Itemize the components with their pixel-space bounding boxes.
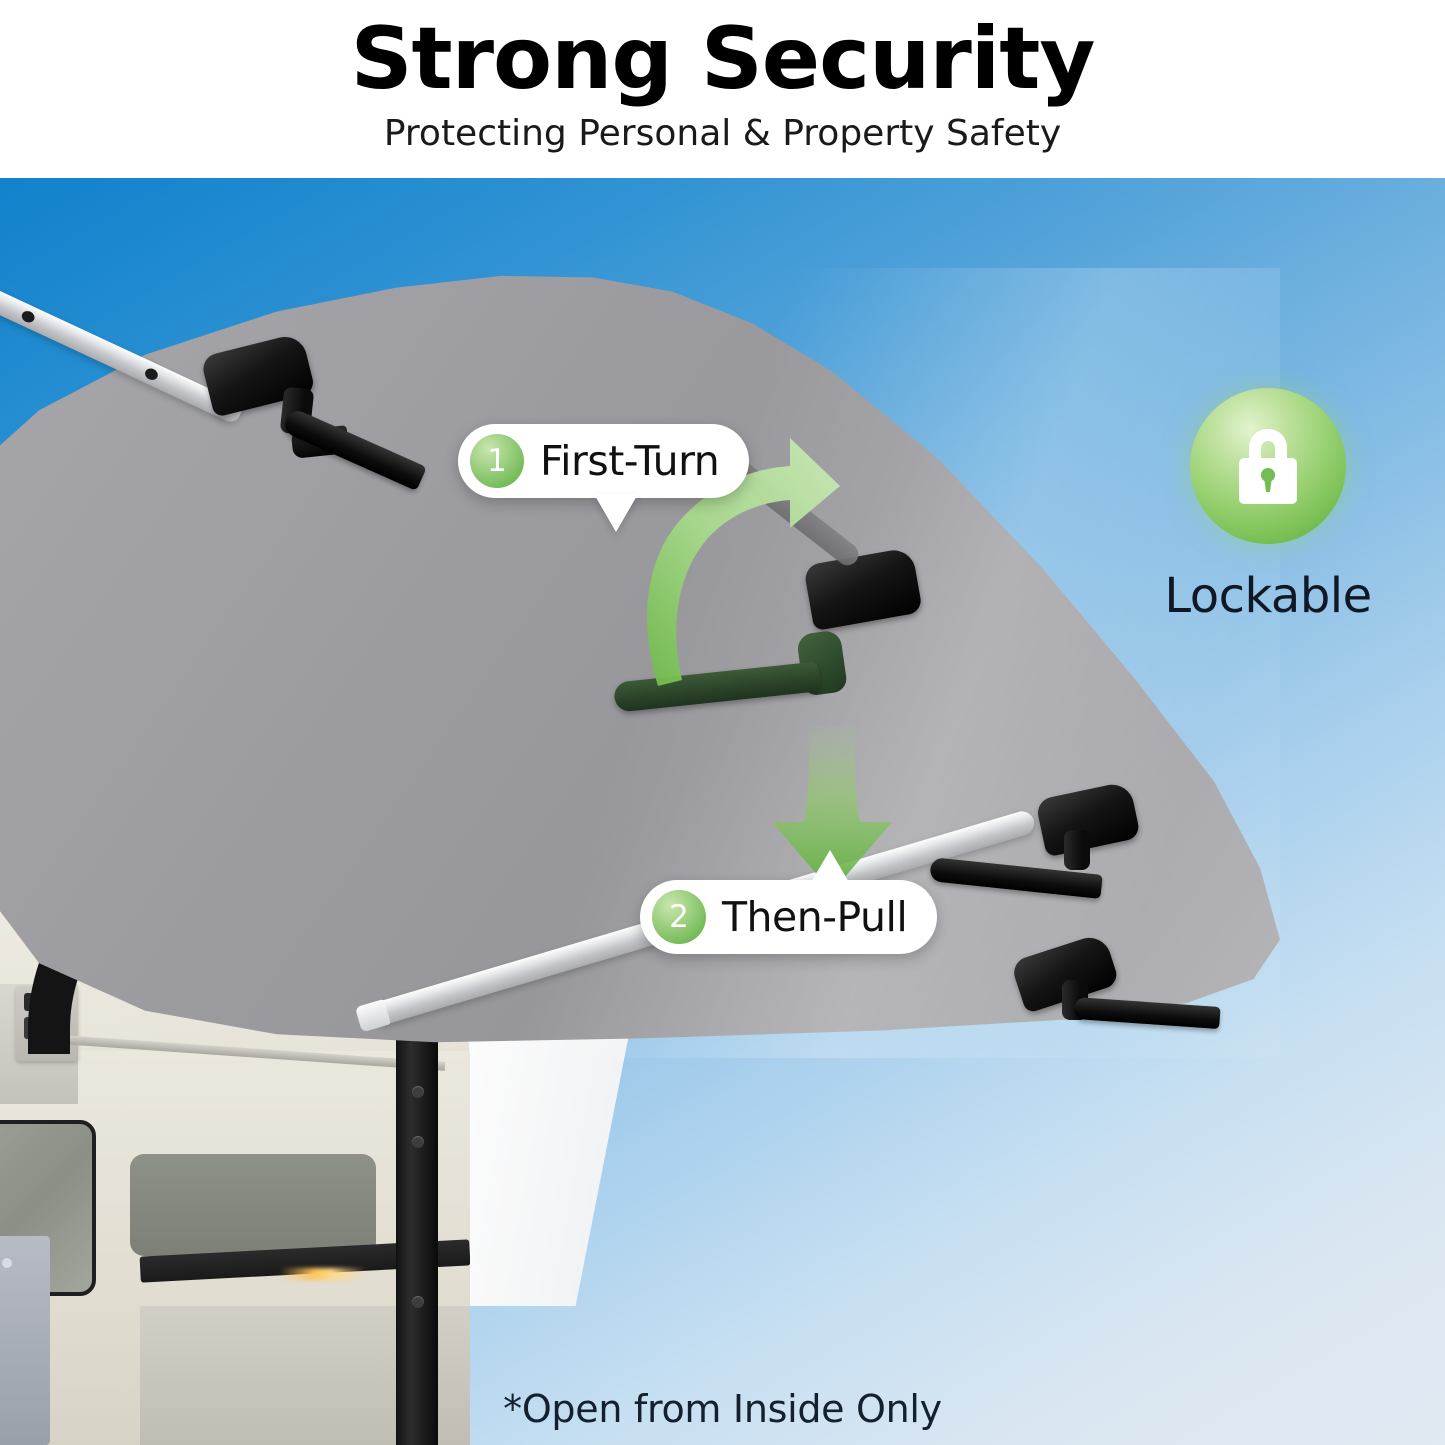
page-title: Strong Security bbox=[350, 9, 1096, 109]
door-frame-fastener bbox=[412, 1136, 424, 1148]
under-counter-light-icon bbox=[280, 1268, 366, 1280]
header: Strong Security Protecting Personal & Pr… bbox=[0, 0, 1445, 178]
step-label: First-Turn bbox=[540, 437, 720, 485]
lock-icon bbox=[1239, 429, 1297, 504]
latch-handle-top-left[interactable] bbox=[196, 332, 456, 574]
feature-caption: Lockable bbox=[1164, 568, 1372, 624]
step-number-badge: 1 bbox=[470, 434, 524, 488]
rv-lower-cabinet bbox=[0, 1236, 50, 1445]
callout-tail bbox=[594, 494, 638, 532]
page-subtitle: Protecting Personal & Property Safety bbox=[383, 113, 1062, 154]
step-number-badge: 2 bbox=[652, 890, 706, 944]
latch-lever bbox=[1073, 996, 1221, 1030]
latch-handle-bottom-right[interactable] bbox=[998, 932, 1278, 1090]
callout-step-1[interactable]: 1 First-Turn bbox=[458, 424, 750, 532]
footnote: *Open from Inside Only bbox=[503, 1387, 942, 1431]
step-label: Then-Pull bbox=[722, 893, 908, 941]
door-frame-fastener bbox=[412, 1296, 424, 1308]
latch-neck bbox=[1064, 830, 1090, 870]
callout-tail bbox=[810, 850, 850, 884]
rv-bench-cushion bbox=[130, 1154, 376, 1256]
header-band bbox=[0, 0, 1445, 178]
callout-step-2[interactable]: 2 Then-Pull bbox=[640, 850, 938, 954]
curved-arrow-icon bbox=[604, 424, 844, 694]
feature-lockable: Lockable bbox=[1118, 388, 1418, 624]
down-arrow-icon bbox=[762, 726, 902, 896]
door-frame-fastener bbox=[412, 1086, 424, 1098]
latch-handle-mid-right[interactable] bbox=[929, 780, 1268, 960]
lock-icon-orb bbox=[1190, 388, 1346, 544]
